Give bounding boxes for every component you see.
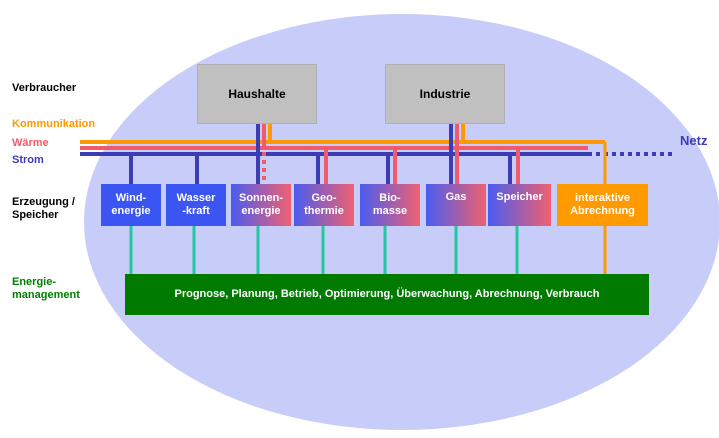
- industrie-box: Industrie: [385, 64, 505, 124]
- geothermie-box: Geo- thermie: [294, 184, 354, 226]
- windenergie-box: Wind- energie: [101, 184, 161, 226]
- interaktive-abrechnung-box: interaktive Abrechnung: [557, 184, 648, 226]
- label-verbraucher: Verbraucher: [12, 82, 77, 94]
- label-strom: Strom: [12, 154, 44, 166]
- label-energiemanagement: Energie- management: [12, 276, 80, 301]
- label-erzeugung-speicher: Erzeugung / Speicher: [12, 196, 75, 221]
- energiemanagement-bar: Prognose, Planung, Betrieb, Optimierung,…: [125, 274, 649, 315]
- gas-box: Gas: [426, 184, 486, 226]
- label-netz: Netz: [680, 133, 708, 148]
- label-waerme: Wärme: [12, 137, 49, 149]
- haushalte-box: Haushalte: [197, 64, 317, 124]
- speicher-box: Speicher: [488, 184, 551, 226]
- wasserkraft-box: Wasser -kraft: [166, 184, 226, 226]
- sonnenenergie-box: Sonnen- energie: [231, 184, 291, 226]
- biomasse-box: Bio- masse: [360, 184, 420, 226]
- label-kommunikation: Kommunikation: [12, 118, 96, 130]
